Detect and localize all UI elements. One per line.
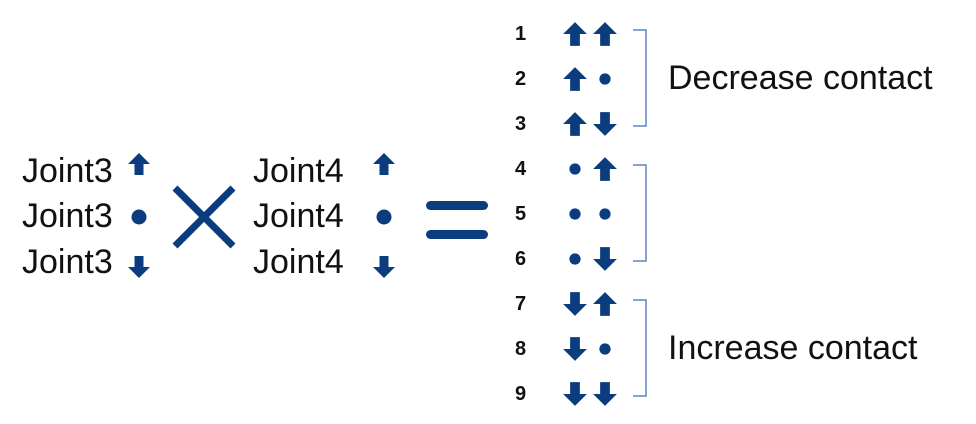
group-bracket — [633, 299, 647, 397]
joint3-label: Joint3 — [22, 243, 113, 281]
combination-number: 7 — [515, 293, 527, 315]
joint4-down-arrow-icon — [593, 247, 617, 271]
joint4-dot-icon — [599, 73, 611, 85]
combination-number: 9 — [515, 383, 527, 405]
joint3-dot-icon — [569, 253, 581, 265]
joint3-down-arrow-icon — [128, 256, 150, 278]
joint3-up-arrow-icon — [563, 67, 587, 91]
joint3-up-arrow-icon — [563, 22, 587, 46]
joint4-up-arrow-icon — [373, 153, 395, 175]
joint4-down-arrow-icon — [373, 256, 395, 278]
joint4-down-arrow-icon — [593, 112, 617, 136]
combination-number: 5 — [515, 203, 527, 225]
joint3-label: Joint3 — [22, 152, 113, 190]
combination-number: 2 — [515, 68, 527, 90]
combination-number: 3 — [515, 113, 527, 135]
group-label: Increase contact — [668, 329, 918, 367]
joint4-down-arrow-icon — [593, 382, 617, 406]
joint3-down-arrow-icon — [563, 337, 587, 361]
joint3-up-arrow-icon — [128, 153, 150, 175]
joint3-down-arrow-icon — [563, 292, 587, 316]
joint4-up-arrow-icon — [593, 292, 617, 316]
joint4-up-arrow-icon — [593, 157, 617, 181]
joint4-dot-icon — [599, 208, 611, 220]
group-bracket — [633, 164, 647, 262]
equals-icon — [426, 201, 488, 239]
joint4-up-arrow-icon — [593, 22, 617, 46]
combination-number: 8 — [515, 338, 527, 360]
joint4-dot-icon — [376, 209, 392, 225]
joint3-up-arrow-icon — [563, 112, 587, 136]
group-bracket — [633, 29, 647, 127]
joint4-label: Joint4 — [253, 243, 344, 281]
joint4-label: Joint4 — [253, 152, 344, 190]
joint3-dot-icon — [569, 208, 581, 220]
combination-number: 4 — [515, 158, 527, 180]
combination-number: 6 — [515, 248, 527, 270]
combination-number: 1 — [515, 23, 527, 45]
joint3-dot-icon — [569, 163, 581, 175]
group-label: Decrease contact — [668, 59, 933, 97]
joint4-label: Joint4 — [253, 197, 344, 235]
joint3-dot-icon — [131, 209, 147, 225]
joint3-label: Joint3 — [22, 197, 113, 235]
multiply-icon — [172, 185, 236, 249]
joint3-down-arrow-icon — [563, 382, 587, 406]
joint4-dot-icon — [599, 343, 611, 355]
